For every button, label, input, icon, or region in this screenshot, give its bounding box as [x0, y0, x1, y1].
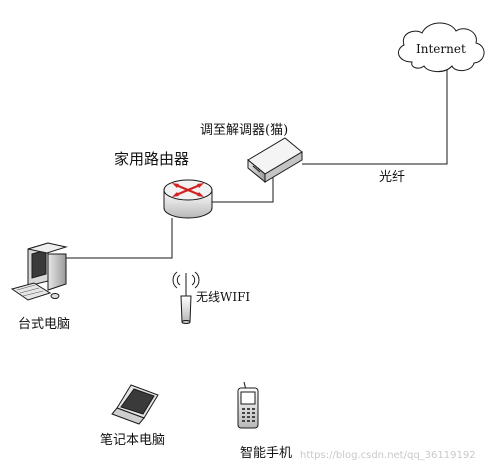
laptop-icon — [111, 384, 159, 425]
desktop-computer-icon — [10, 242, 68, 301]
wifi-label: 无线WIFI — [196, 290, 251, 304]
internet-label: Internet — [416, 42, 466, 56]
connection-lines — [62, 70, 448, 259]
router-modem-line — [210, 175, 274, 203]
router-icon — [163, 179, 213, 219]
modem-label: 调至解调器(猫) — [200, 123, 289, 138]
watermark-text: https://blog.csdn.net/qq_36119192 — [300, 450, 476, 461]
wifi-antenna-icon — [172, 271, 200, 324]
desktop-label: 台式电脑 — [18, 317, 71, 332]
internet-cloud-icon — [397, 22, 485, 73]
phone-label: 智能手机 — [240, 446, 293, 461]
router-desktop-line — [62, 218, 173, 259]
laptop-label: 笔记本电脑 — [100, 433, 166, 448]
fiber-line — [302, 70, 448, 165]
fiber-label: 光纤 — [379, 170, 406, 185]
modem-icon — [247, 137, 303, 184]
router-label: 家用路由器 — [114, 150, 190, 168]
smartphone-icon — [237, 381, 259, 429]
